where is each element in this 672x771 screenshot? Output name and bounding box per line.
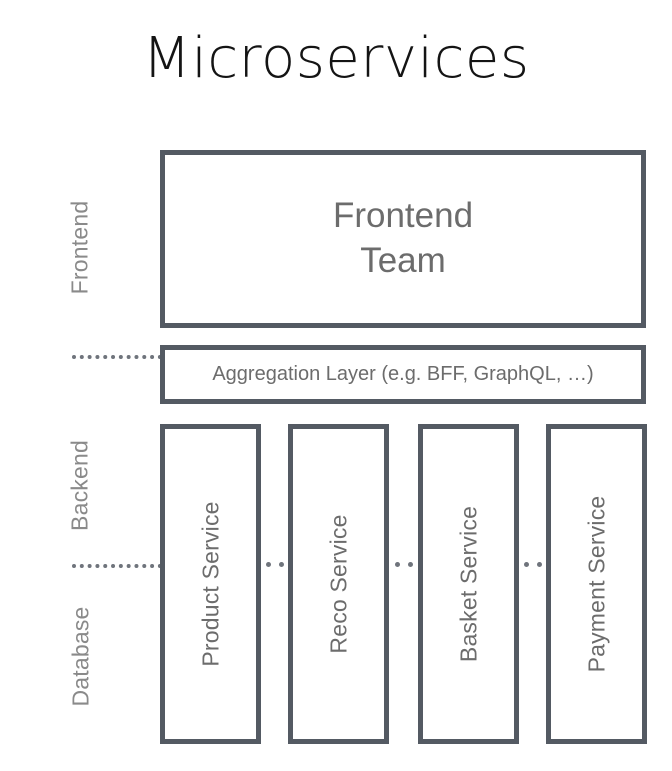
connector-dot [265,561,271,567]
service-label-payment: Payment Service [583,495,609,673]
connector-reco-basket [389,561,418,567]
aggregation-layer-box[interactable]: Aggregation Layer (e.g. BFF, GraphQL, …) [160,345,646,404]
service-label-basket: Basket Service [455,505,481,663]
service-box-reco[interactable]: Reco Service [288,424,389,744]
band-label-database: Database [67,606,94,707]
connector-basket-payment [519,561,546,567]
connector-dot [407,561,413,567]
divider-frontend-backend [72,355,162,359]
divider-backend-database [72,564,162,568]
service-box-payment[interactable]: Payment Service [546,424,647,744]
service-label-reco: Reco Service [325,514,351,654]
frontend-team-box[interactable]: Frontend Team [160,150,646,328]
connector-dot [536,561,542,567]
connector-dot [278,561,284,567]
band-label-backend: Backend [66,440,93,531]
connector-dot [523,561,529,567]
connector-dot [394,561,400,567]
service-box-basket[interactable]: Basket Service [418,424,519,744]
band-label-frontend: Frontend [66,200,93,295]
frontend-team-label: Frontend Team [332,196,474,280]
connector-product-reco [261,561,288,567]
service-label-product: Product Service [197,501,223,667]
page-title: Microservices [142,26,530,91]
service-box-product[interactable]: Product Service [160,424,261,744]
aggregation-layer-label: Aggregation Layer (e.g. BFF, GraphQL, …) [212,363,594,385]
